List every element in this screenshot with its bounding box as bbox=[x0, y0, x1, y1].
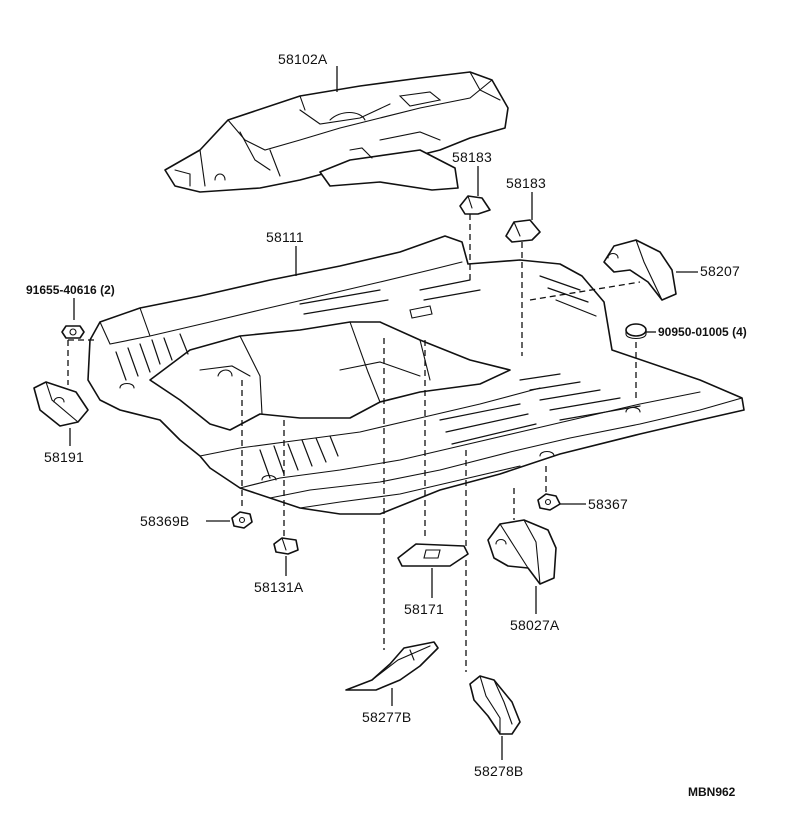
nut-part bbox=[61, 325, 85, 339]
plate-58171-part bbox=[397, 543, 469, 567]
label-58183-a: 58183 bbox=[452, 149, 492, 165]
label-58191: 58191 bbox=[44, 449, 84, 465]
reinforcement-58191-part bbox=[33, 381, 89, 427]
label-58278B: 58278B bbox=[474, 763, 523, 779]
label-58367: 58367 bbox=[588, 496, 628, 512]
floor-cross-member-part bbox=[164, 71, 509, 193]
floor-pan-part bbox=[87, 235, 745, 515]
bracket-58183-a bbox=[459, 195, 491, 215]
label-58171: 58171 bbox=[404, 601, 444, 617]
bracket-58183-b bbox=[505, 219, 541, 243]
label-58183-b: 58183 bbox=[506, 175, 546, 191]
label-58102A: 58102A bbox=[278, 51, 328, 67]
small-bracket-58131A-part bbox=[273, 537, 299, 555]
bracket-58207-part bbox=[603, 239, 677, 301]
label-58277B: 58277B bbox=[362, 709, 411, 725]
member-58277B-part bbox=[345, 641, 439, 691]
label-58111: 58111 bbox=[266, 229, 304, 245]
dash-bracket-right bbox=[529, 281, 641, 301]
label-58027A: 58027A bbox=[510, 617, 560, 633]
drawing-code: MBN962 bbox=[688, 785, 736, 799]
label-91655-40616: 91655-40616 (2) bbox=[26, 283, 115, 297]
label-58131A: 58131A bbox=[254, 579, 304, 595]
label-58369B: 58369B bbox=[140, 513, 189, 529]
clip-58369B-part bbox=[231, 511, 253, 529]
member-58278B-part bbox=[469, 675, 521, 735]
clip-58367-part bbox=[537, 493, 561, 511]
label-58207: 58207 bbox=[700, 263, 740, 279]
support-58027A-part bbox=[487, 519, 557, 585]
label-90950-01005: 90950-01005 (4) bbox=[658, 325, 747, 339]
dash-nut-to-floor bbox=[67, 339, 95, 385]
plug-part bbox=[625, 323, 647, 340]
